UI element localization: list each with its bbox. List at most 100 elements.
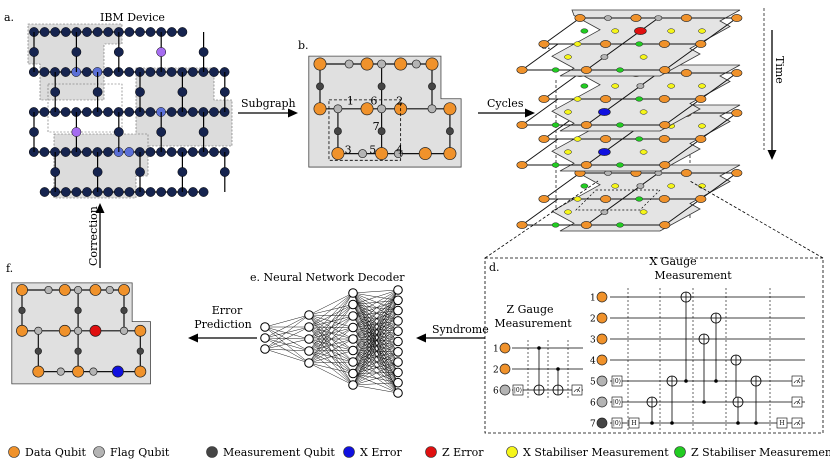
- legend-label: X Stabiliser Measurement: [523, 446, 669, 459]
- nn-connection: [352, 315, 399, 373]
- measurement-qubit: [34, 347, 42, 355]
- data-qubit: [596, 291, 608, 303]
- nn-neuron: [348, 345, 358, 356]
- data-qubit: [538, 95, 550, 103]
- flag-qubit: [411, 59, 421, 69]
- ibm-link-qubit: [29, 47, 39, 57]
- subgraph-qubit-label: 2: [396, 94, 403, 107]
- cnot-control: [736, 421, 740, 425]
- x-stabiliser-measurement: [573, 136, 582, 142]
- ibm-qubit: [39, 187, 50, 197]
- data-qubit: [680, 14, 692, 22]
- layer-edge: [664, 138, 702, 166]
- nn-connection: [308, 304, 354, 364]
- ibm-link-qubit: [177, 87, 188, 97]
- x-error: [598, 148, 611, 156]
- data-qubit: [695, 40, 707, 48]
- ibm-qubit: [135, 27, 145, 37]
- data-qubit: [538, 40, 550, 48]
- nn-connection: [264, 326, 310, 364]
- nn-connection: [352, 361, 399, 386]
- legend-label: Measurement Qubit: [223, 446, 335, 459]
- nn-connection: [352, 292, 399, 363]
- cycles-label: Cycles: [487, 97, 524, 110]
- subgraph-qubit-label: 4: [396, 144, 403, 157]
- data-qubit: [731, 169, 743, 177]
- ibm-qubit: [92, 27, 103, 37]
- data-qubit: [538, 195, 550, 203]
- data-qubit: [731, 14, 743, 22]
- nn-connection: [352, 304, 399, 342]
- data-qubit: [443, 147, 457, 161]
- x-stabiliser-measurement: [698, 28, 706, 34]
- cnot-control: [670, 421, 674, 425]
- x-stabiliser-measurement: [611, 183, 620, 189]
- nn-connection: [352, 289, 399, 305]
- flag-qubit: [74, 285, 83, 295]
- nn-neuron: [393, 316, 403, 326]
- data-qubit: [596, 354, 608, 366]
- nn-connection: [352, 289, 399, 363]
- nn-connection: [352, 384, 399, 394]
- ibm-link-qubit: [50, 167, 61, 177]
- legend-item: X Stabiliser Measurement: [506, 446, 669, 459]
- ibm-qubit: [103, 107, 113, 117]
- layer-edge: [664, 43, 702, 71]
- nn-connection: [264, 314, 310, 339]
- nn-connection: [352, 289, 399, 374]
- z-stabiliser-measurement: [580, 83, 589, 89]
- layer-edge: [700, 72, 738, 100]
- ibm-qubit: [209, 107, 219, 117]
- nn-neuron: [393, 285, 403, 295]
- data-qubit: [134, 324, 147, 337]
- flag-qubit: [44, 285, 53, 295]
- legend-item: Flag Qubit: [93, 446, 170, 459]
- nn-neuron: [393, 357, 403, 367]
- ibm-qubit: [124, 67, 135, 77]
- ibm-qubit: [82, 27, 92, 37]
- nn-connection: [352, 338, 399, 394]
- nn-connection: [352, 373, 399, 394]
- ibm-link-qubit: [71, 47, 82, 57]
- nn-connection: [352, 300, 399, 305]
- measurement-gate: [791, 417, 803, 429]
- ibm-link-qubit: [156, 127, 167, 137]
- data-qubit: [32, 365, 45, 378]
- ibm-qubit: [39, 27, 50, 37]
- nn-connection: [352, 361, 399, 383]
- nn-connection: [352, 330, 399, 351]
- legend-swatch: [425, 446, 437, 458]
- layer-edge: [664, 198, 702, 226]
- hadamard-gate-text: H: [631, 420, 636, 427]
- z-gauge-title-line1: Z Gauge: [506, 303, 553, 316]
- measurement-qubit: [377, 82, 386, 91]
- nn-neuron: [304, 346, 314, 356]
- cnot-control: [702, 400, 706, 404]
- nn-connection: [352, 300, 399, 351]
- nn-connection: [264, 338, 310, 350]
- legend-item: Z Error: [425, 446, 484, 459]
- nn-connection: [352, 373, 399, 383]
- flag-qubit: [74, 326, 83, 335]
- data-qubit: [659, 66, 671, 74]
- neural-network: [260, 285, 403, 398]
- ibm-qubit: [145, 27, 156, 37]
- nn-connection: [352, 320, 399, 374]
- x-stabiliser-measurement: [639, 109, 648, 115]
- circuit-row-label: 1: [590, 294, 596, 304]
- data-qubit: [313, 102, 327, 116]
- x-gauge-title-line1: X Gauge: [649, 255, 696, 268]
- x-stabiliser-measurement: [667, 83, 676, 89]
- syndrome-arrow: Syndrome: [416, 323, 489, 343]
- data-qubit: [72, 365, 85, 378]
- nn-connection: [352, 341, 399, 363]
- nn-connection: [264, 337, 310, 364]
- hadamard-gate: [776, 417, 788, 429]
- nn-neuron: [393, 305, 403, 316]
- layer-edge: [521, 138, 559, 166]
- z-gauge-title-line2: Measurement: [494, 317, 572, 330]
- nn-connection: [352, 341, 399, 374]
- nn-connection: [352, 361, 399, 374]
- nn-connection: [352, 320, 399, 363]
- nn-connection: [352, 292, 399, 342]
